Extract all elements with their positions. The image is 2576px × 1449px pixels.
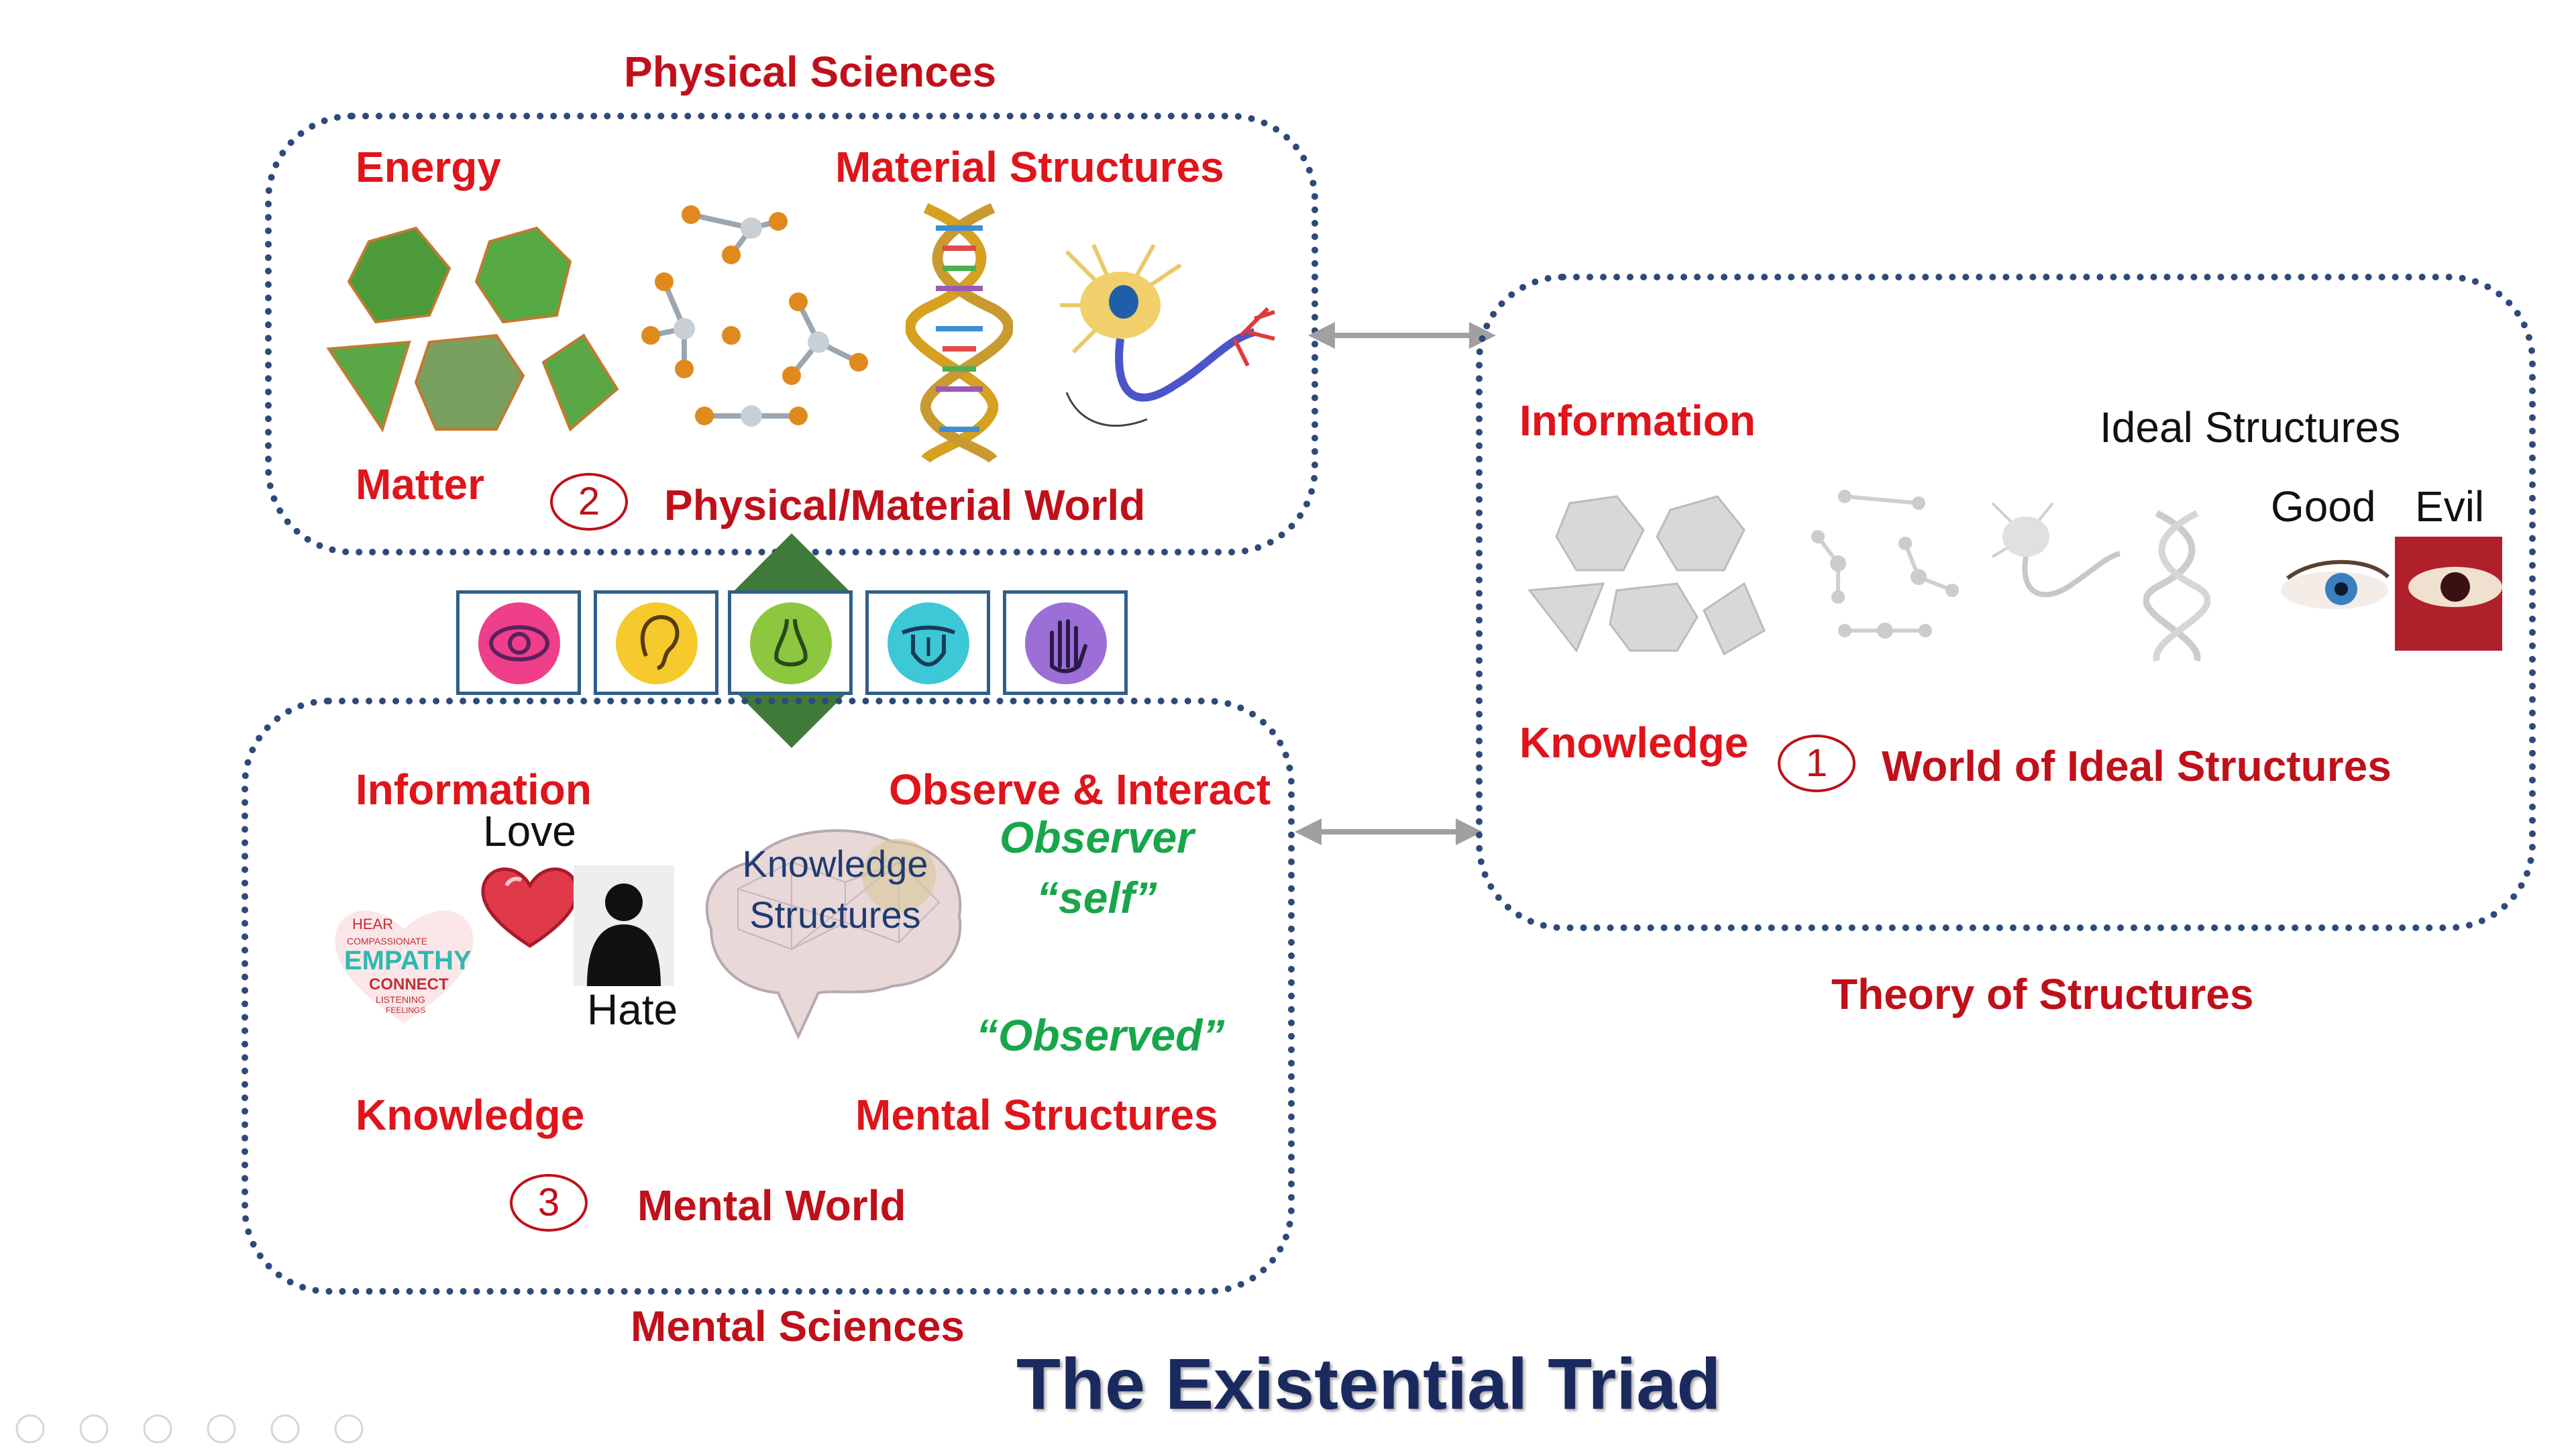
ideal-world-box <box>1476 274 2536 931</box>
double-arrow-mental-ideal <box>1295 818 1483 845</box>
tongue-icon <box>888 602 969 684</box>
polyhedra-image <box>326 226 619 433</box>
sense-hand <box>1003 590 1128 695</box>
ear-icon <box>616 602 698 684</box>
slideshow-controls <box>13 1412 389 1446</box>
nose-icon <box>750 602 832 684</box>
neuron-image <box>1060 244 1275 427</box>
empathy-word-4: LISTENING <box>376 994 425 1005</box>
knowledge-structures-line1: Knowledge <box>742 843 928 885</box>
physical-sciences-label: Physical Sciences <box>624 48 997 96</box>
empathy-word-1: COMPASSIONATE <box>347 936 427 947</box>
ideal-polyhedra-image <box>1527 495 1766 656</box>
good-label: Good <box>2271 482 2376 531</box>
ideal-neuron-image <box>1991 502 2121 598</box>
ideal-knowledge-label: Knowledge <box>1519 718 1749 767</box>
sense-tongue <box>865 590 990 695</box>
number-2-badge: 2 <box>550 473 628 531</box>
ideal-molecules-image <box>1811 490 1959 639</box>
good-evil-eyes-image <box>2281 537 2502 651</box>
slides-icon <box>207 1414 236 1444</box>
dna-image <box>906 203 1013 463</box>
mental-world-box <box>241 698 1295 1295</box>
zoom-icon <box>270 1414 300 1444</box>
physical-world-label: Physical/Material World <box>664 481 1146 529</box>
brain-image <box>705 829 962 1040</box>
sense-eye <box>456 590 581 695</box>
molecules-image <box>641 205 868 427</box>
mental-information-label: Information <box>356 765 592 814</box>
mental-knowledge-label: Knowledge <box>356 1091 585 1139</box>
double-arrow-physical-ideal <box>1308 322 1496 349</box>
love-heart-image <box>481 867 579 948</box>
diagram-title: The Existential Triad <box>1016 1343 1721 1424</box>
knowledge-structures-label: Knowledge Structures <box>735 839 936 941</box>
more-icon <box>334 1414 364 1444</box>
pen-icon <box>143 1414 172 1444</box>
mental-structures-label: Mental Structures <box>855 1091 1218 1139</box>
empathy-word-5: FEELINGS <box>386 1006 425 1015</box>
hate-silhouette-image <box>574 865 674 986</box>
empathy-heart-image: HEAR COMPASSIONATE EMPATHY CONNECT LISTE… <box>335 910 474 1023</box>
empathy-word-3: CONNECT <box>369 975 449 994</box>
next-slide-icon <box>79 1414 109 1444</box>
number-3-badge: 3 <box>510 1174 588 1232</box>
observe-interact-label: Observe & Interact <box>889 765 1271 814</box>
number-1-badge: 1 <box>1778 735 1856 792</box>
knowledge-structures-line2: Structures <box>749 894 921 936</box>
ideal-world-label: World of Ideal Structures <box>1882 742 2392 790</box>
hate-label: Hate <box>587 985 678 1034</box>
hand-icon <box>1025 602 1107 684</box>
material-structures-label: Material Structures <box>835 143 1224 191</box>
energy-label: Energy <box>356 143 501 191</box>
self-label: “self” <box>1036 873 1157 922</box>
mental-world-label: Mental World <box>637 1181 906 1230</box>
ideal-structures-label: Ideal Structures <box>2100 403 2401 451</box>
mental-sciences-label: Mental Sciences <box>631 1302 965 1350</box>
previous-slide-icon <box>15 1414 45 1444</box>
observed-label: “Observed” <box>976 1010 1225 1060</box>
ideal-dna-image <box>2143 510 2210 662</box>
observer-label: Observer <box>1000 812 1194 862</box>
matter-label: Matter <box>356 460 485 508</box>
love-label: Love <box>483 807 576 855</box>
sense-ear <box>594 590 718 695</box>
eye-icon <box>478 602 560 684</box>
ideal-information-label: Information <box>1519 396 1756 445</box>
theory-of-structures-label: Theory of Structures <box>1831 970 2254 1018</box>
empathy-word-2: EMPATHY <box>344 946 472 975</box>
sense-nose <box>728 590 853 695</box>
empathy-word-0: HEAR <box>352 916 393 932</box>
evil-label: Evil <box>2415 482 2485 531</box>
